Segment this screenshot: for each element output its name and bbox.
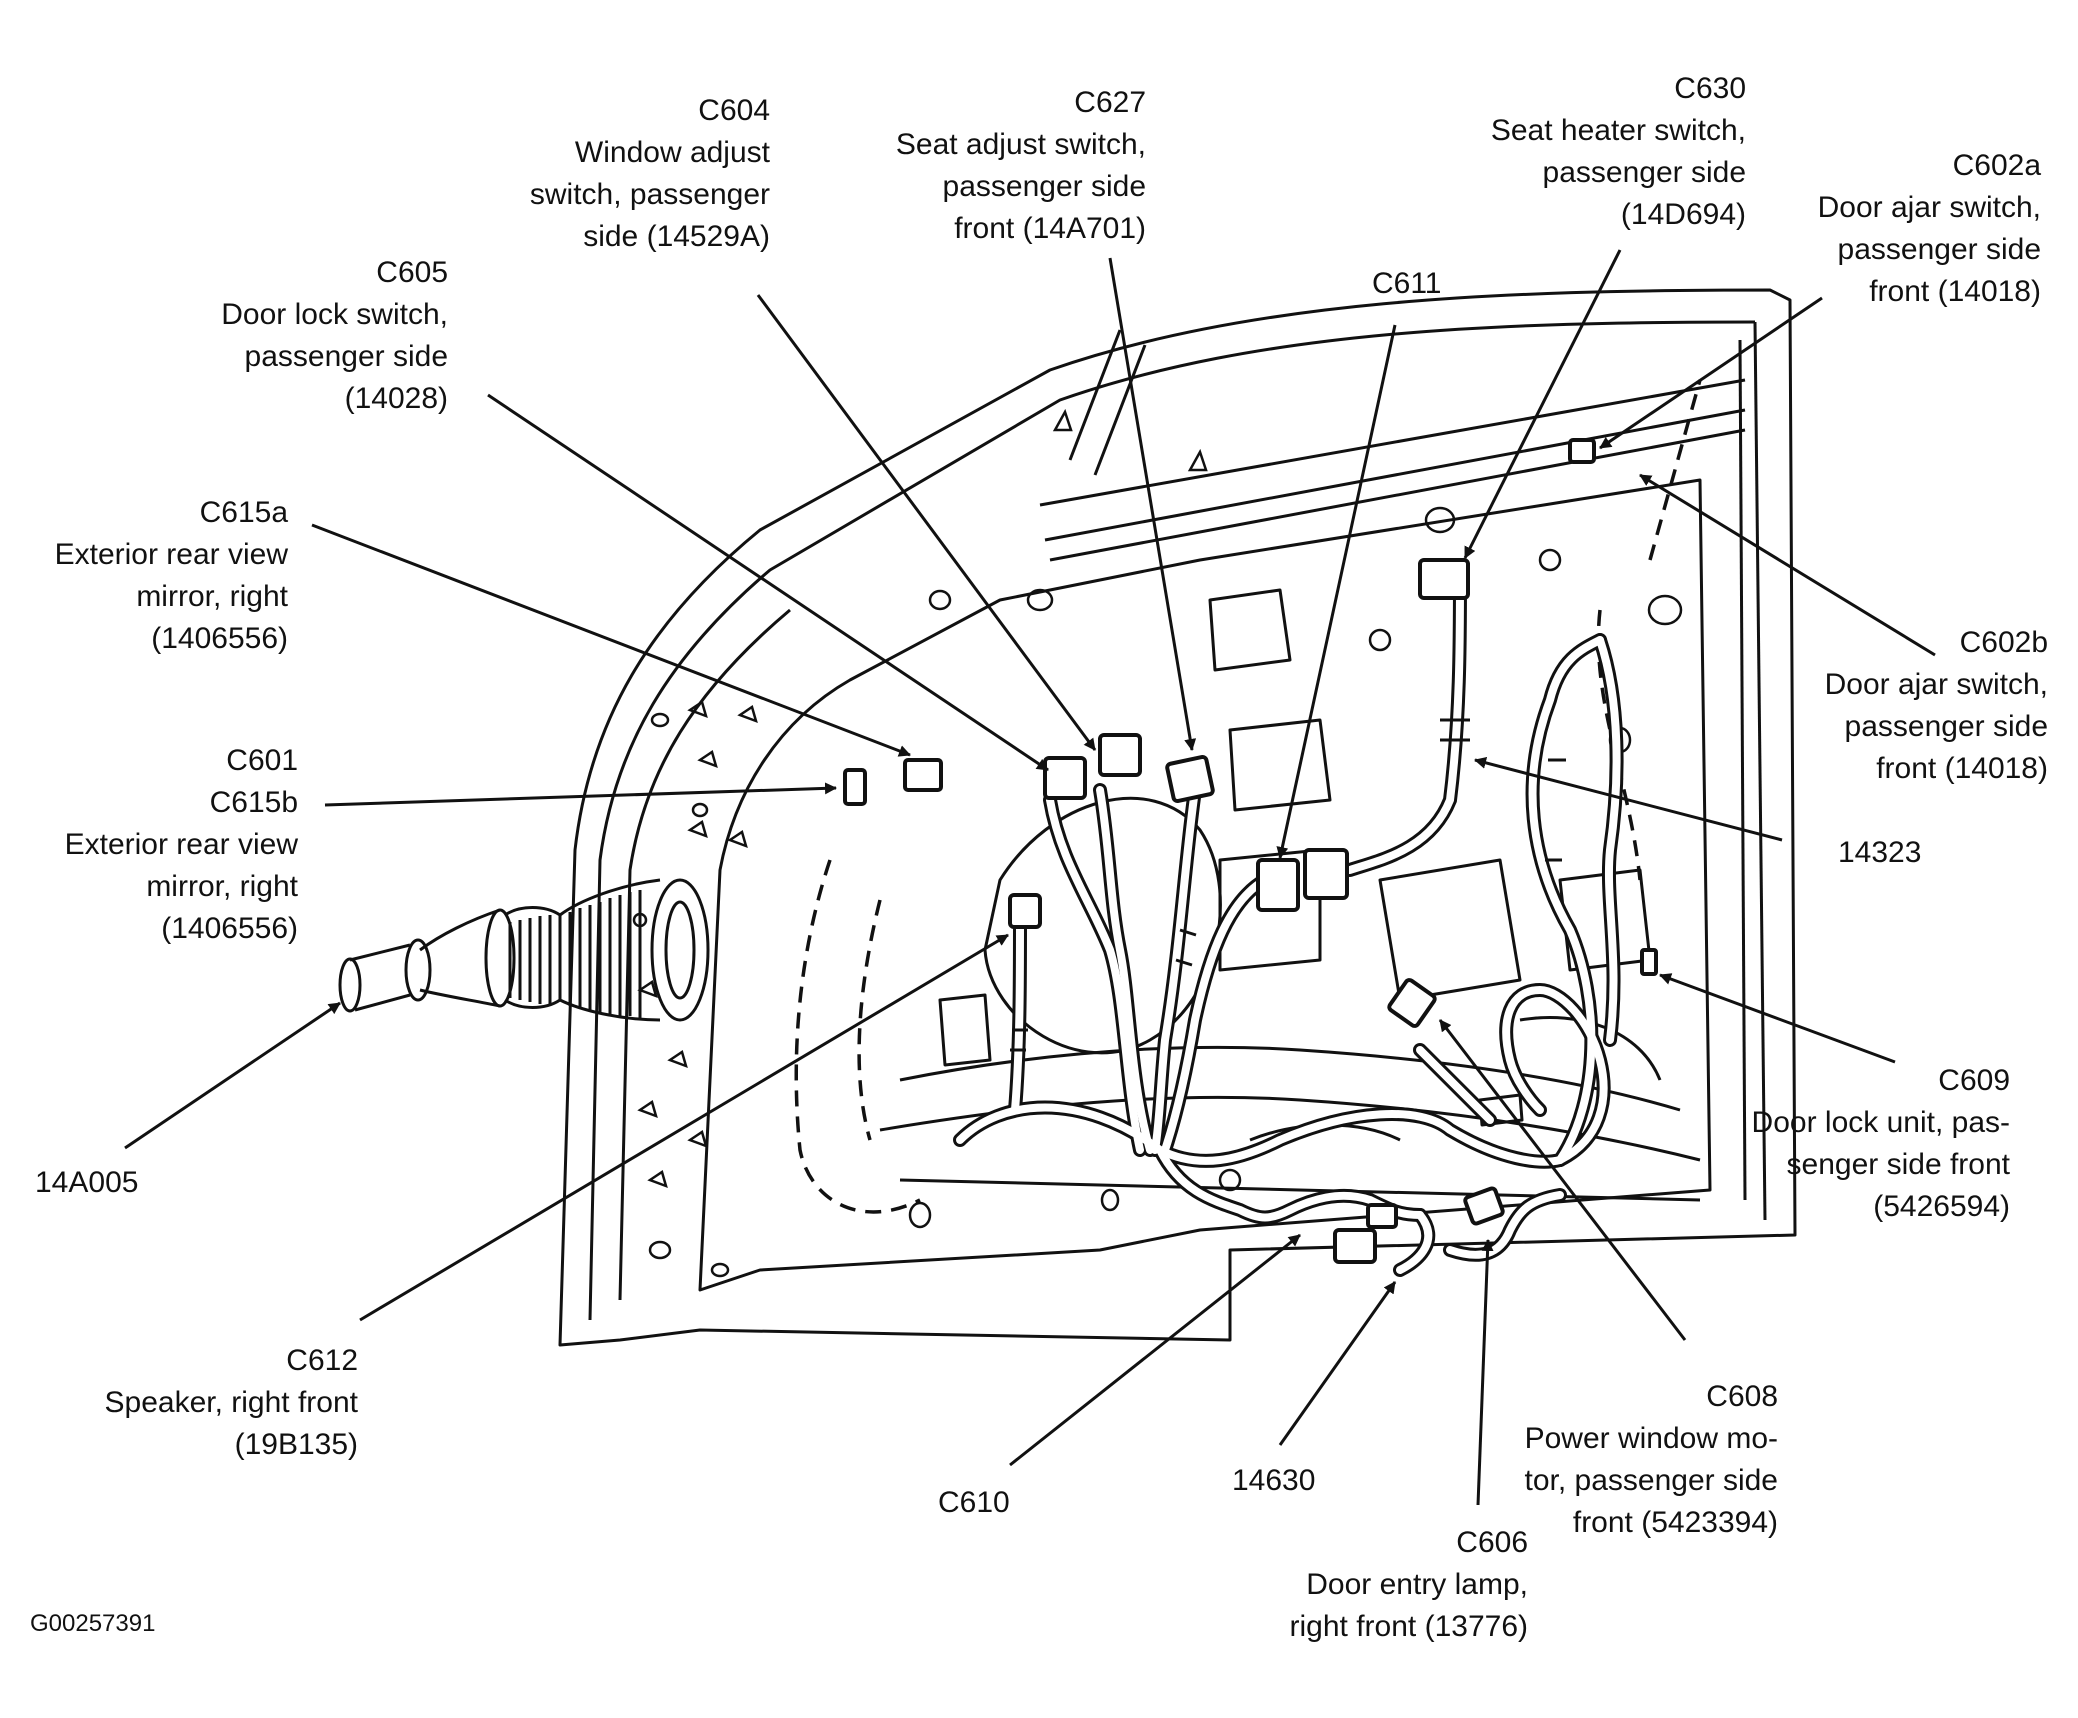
callout-c608-line2: Power window mo- bbox=[1524, 1422, 1778, 1455]
callout-c605-line1: C605 bbox=[376, 256, 448, 289]
callout-c605-line3: passenger side bbox=[244, 340, 448, 373]
callout-c604-line3: switch, passenger bbox=[529, 178, 770, 211]
callout-c612-line2: Speaker, right front bbox=[104, 1386, 358, 1419]
callout-c608-line4: front (5423394) bbox=[1572, 1506, 1778, 1539]
leader-c604 bbox=[756, 294, 1097, 751]
callout-c630-line4: (14D694) bbox=[1620, 198, 1746, 231]
callout-c602a-line4: front (14018) bbox=[1869, 275, 2041, 308]
leader-c609 bbox=[1659, 973, 1896, 1064]
leader-c605 bbox=[487, 393, 1049, 772]
callout-c602b: C602b Door ajar switch, passenger side f… bbox=[1825, 622, 2048, 790]
callout-c630-line1: C630 bbox=[1674, 72, 1746, 105]
callout-c604-line2: Window adjust bbox=[574, 136, 770, 169]
grommet-boot bbox=[338, 878, 710, 1022]
harness-fill bbox=[956, 571, 1621, 1274]
leader-c627 bbox=[1108, 257, 1197, 751]
callout-c615a-line4: (1406556) bbox=[151, 622, 288, 655]
callout-c609: C609 Door lock unit, pas- senger side fr… bbox=[1752, 1060, 2010, 1228]
callout-c601-line3: Exterior rear view bbox=[64, 828, 298, 861]
callout-c602a: C602a Door ajar switch, passenger side f… bbox=[1818, 145, 2041, 313]
leader-c612 bbox=[359, 933, 1009, 1322]
leader-c615a bbox=[311, 523, 911, 757]
callout-c601-line2: C615b bbox=[209, 786, 298, 819]
callout-c615a-line1: C615a bbox=[199, 496, 288, 529]
harness-bands bbox=[1010, 718, 1566, 1052]
callout-c609-line4: (5426594) bbox=[1873, 1190, 2010, 1223]
callout-c601-line4: mirror, right bbox=[146, 870, 298, 903]
connectors bbox=[843, 438, 1658, 1264]
callout-c627: C627 Seat adjust switch, passenger side … bbox=[896, 82, 1146, 250]
figure-id: G00257391 bbox=[30, 1610, 156, 1637]
leader-c601 bbox=[324, 782, 837, 807]
callout-c606-line1: C606 bbox=[1456, 1526, 1528, 1559]
leader-c611 bbox=[1276, 324, 1397, 859]
callout-c605: C605 Door lock switch, passenger side (1… bbox=[221, 252, 448, 420]
callout-c610-line1: C610 bbox=[938, 1486, 1010, 1519]
callout-c610: C610 bbox=[938, 1482, 1010, 1524]
callout-14323-line1: 14323 bbox=[1838, 836, 1922, 869]
callout-c608: C608 Power window mo- tor, passenger sid… bbox=[1525, 1376, 1779, 1544]
callout-c604-line1: C604 bbox=[698, 94, 770, 127]
leader-c608 bbox=[1438, 1019, 1687, 1341]
callout-c611-line1: C611 bbox=[1372, 267, 1442, 300]
leader-14323 bbox=[1474, 756, 1783, 842]
callout-c602a-line2: Door ajar switch, bbox=[1817, 191, 2041, 224]
callout-c602a-line1: C602a bbox=[1952, 149, 2041, 182]
callout-c605-line2: Door lock switch, bbox=[221, 298, 448, 331]
callout-c612-line3: (19B135) bbox=[234, 1428, 358, 1461]
callout-c601-line5: (1406556) bbox=[161, 912, 298, 945]
callout-c609-line2: Door lock unit, pas- bbox=[1751, 1106, 2010, 1139]
callout-c601: C601 C615b Exterior rear view mirror, ri… bbox=[65, 740, 298, 950]
callout-c605-line4: (14028) bbox=[344, 382, 448, 415]
callout-c606-line3: right front (13776) bbox=[1289, 1610, 1528, 1643]
callout-c602b-line1: C602b bbox=[1959, 626, 2048, 659]
callout-c602a-line3: passenger side bbox=[1837, 233, 2041, 266]
callout-c608-line1: C608 bbox=[1706, 1380, 1778, 1413]
callout-c615a: C615a Exterior rear view mirror, right (… bbox=[55, 492, 288, 660]
leader-c602a bbox=[1599, 296, 1823, 450]
leader-c630 bbox=[1463, 249, 1622, 559]
leader-14a005 bbox=[124, 1001, 341, 1150]
callout-c630: C630 Seat heater switch, passenger side … bbox=[1491, 68, 1746, 236]
callout-c609-line3: senger side front bbox=[1786, 1148, 2010, 1181]
callout-c612-line1: C612 bbox=[286, 1344, 358, 1377]
callout-c612: C612 Speaker, right front (19B135) bbox=[105, 1340, 358, 1466]
callout-c602b-line3: passenger side bbox=[1844, 710, 2048, 743]
callout-14323: 14323 bbox=[1838, 832, 1921, 874]
callout-c606: C606 Door entry lamp, right front (13776… bbox=[1290, 1522, 1528, 1648]
callout-c627-line2: Seat adjust switch, bbox=[895, 128, 1146, 161]
leader-c602b bbox=[1639, 473, 1936, 657]
callout-c601-line1: C601 bbox=[226, 744, 298, 777]
callout-c609-line1: C609 bbox=[1938, 1064, 2010, 1097]
callout-c630-line3: passenger side bbox=[1542, 156, 1746, 189]
callout-c627-line3: passenger side bbox=[942, 170, 1146, 203]
callout-c604: C604 Window adjust switch, passenger sid… bbox=[530, 90, 770, 258]
callout-14630: 14630 bbox=[1232, 1460, 1315, 1502]
callout-c602b-line4: front (14018) bbox=[1876, 752, 2048, 785]
leader-14630 bbox=[1278, 1281, 1397, 1446]
callout-c627-line1: C627 bbox=[1074, 86, 1146, 119]
leader-c606 bbox=[1476, 1239, 1494, 1506]
panel-holes bbox=[632, 408, 1683, 1278]
leader-c610 bbox=[1009, 1233, 1301, 1467]
callout-c630-line2: Seat heater switch, bbox=[1490, 114, 1746, 147]
callout-c604-line4: side (14529A) bbox=[583, 220, 770, 253]
callout-c611: C611 bbox=[1372, 263, 1442, 305]
callout-c615a-line3: mirror, right bbox=[136, 580, 288, 613]
callout-14a005-line1: 14A005 bbox=[35, 1166, 139, 1199]
callout-14a005: 14A005 bbox=[35, 1162, 138, 1204]
callout-c602b-line2: Door ajar switch, bbox=[1824, 668, 2048, 701]
callout-c608-line3: tor, passenger side bbox=[1524, 1464, 1779, 1497]
callout-c606-line2: Door entry lamp, bbox=[1306, 1568, 1528, 1601]
callout-c615a-line2: Exterior rear view bbox=[54, 538, 288, 571]
callout-c627-line4: front (14A701) bbox=[954, 212, 1146, 245]
callout-14630-line1: 14630 bbox=[1232, 1464, 1316, 1497]
